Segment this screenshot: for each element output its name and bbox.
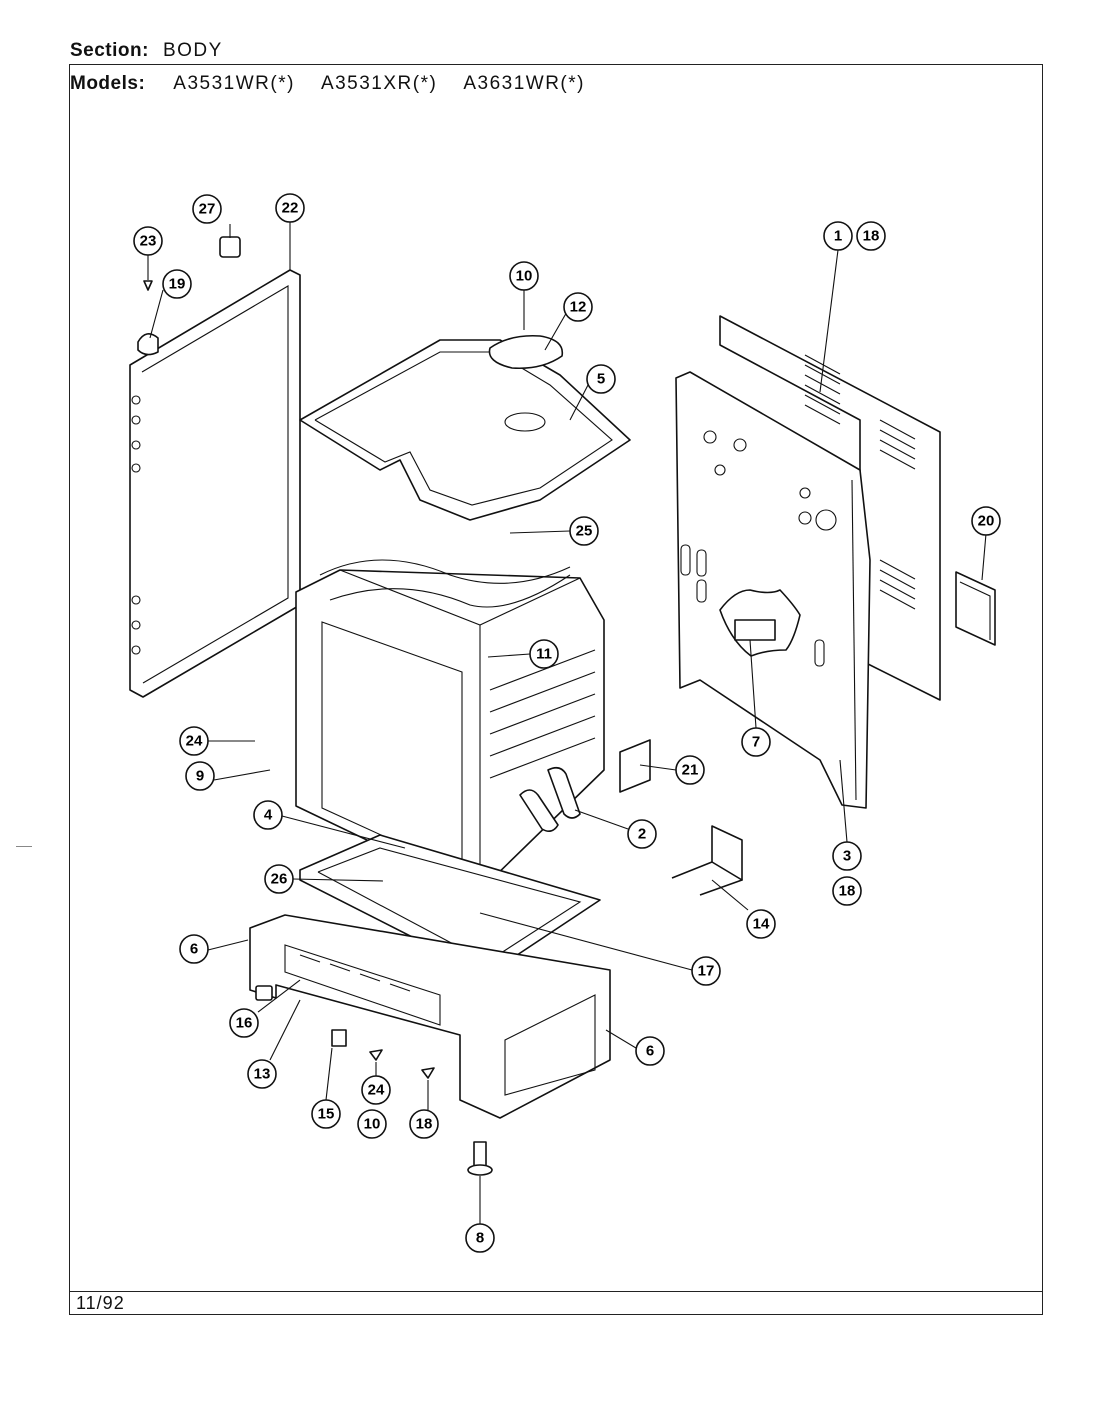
callout-19: 19 — [162, 269, 192, 299]
svg-text:10: 10 — [516, 268, 533, 285]
callout-22: 22 — [275, 193, 305, 223]
callout-3: 3 — [832, 841, 862, 871]
callout-15: 15 — [311, 1099, 341, 1129]
svg-text:26: 26 — [271, 871, 288, 888]
svg-text:5: 5 — [597, 371, 605, 388]
callout-13: 13 — [247, 1059, 277, 1089]
svg-text:18: 18 — [839, 883, 856, 900]
svg-text:25: 25 — [576, 523, 593, 540]
svg-text:6: 6 — [190, 941, 198, 958]
svg-text:4: 4 — [264, 807, 273, 824]
top-left-hardware — [137, 236, 241, 356]
rear-frame — [675, 371, 871, 809]
callout-24b: 24 — [361, 1075, 391, 1105]
callout-14: 14 — [746, 909, 776, 939]
callout-20: 20 — [971, 506, 1001, 536]
footer-rule — [69, 1291, 1043, 1292]
svg-text:9: 9 — [196, 768, 204, 785]
callout-24: 24 — [179, 726, 209, 756]
oven-cavity — [295, 559, 605, 891]
callout-16: 16 — [229, 1008, 259, 1038]
svg-text:2: 2 — [638, 826, 646, 843]
callout-5: 5 — [586, 364, 616, 394]
models-label: Models: — [70, 73, 146, 94]
back-panel — [719, 315, 941, 701]
callout-21: 21 — [675, 755, 705, 785]
callout-18c: 18 — [409, 1109, 439, 1139]
callout-17: 17 — [691, 956, 721, 986]
leader-lines — [147, 222, 988, 1224]
callout-8: 8 — [465, 1223, 495, 1253]
svg-text:19: 19 — [169, 276, 186, 293]
section-value: BODY — [162, 40, 223, 61]
plate-21 — [619, 739, 651, 793]
callout-1: 1 — [823, 221, 853, 251]
callout-25: 25 — [569, 516, 599, 546]
diagram-frame — [69, 64, 1043, 1315]
base-frame — [249, 914, 611, 1176]
callout-9: 9 — [185, 761, 215, 791]
svg-text:11: 11 — [536, 646, 552, 663]
svg-text:17: 17 — [698, 963, 715, 980]
svg-text:14: 14 — [753, 916, 770, 933]
callout-10: 10 — [509, 261, 539, 291]
svg-text:23: 23 — [140, 233, 157, 250]
callout-18b: 18 — [832, 876, 862, 906]
callout-2: 2 — [627, 819, 657, 849]
svg-text:15: 15 — [318, 1106, 335, 1123]
svg-text:10: 10 — [364, 1116, 381, 1133]
svg-text:16: 16 — [236, 1015, 253, 1032]
svg-text:6: 6 — [646, 1043, 654, 1060]
callout-27: 27 — [192, 194, 222, 224]
margin-tick — [16, 846, 32, 847]
footer-date: 11/92 — [76, 1293, 125, 1313]
callout-12: 12 — [563, 292, 593, 322]
svg-text:8: 8 — [476, 1230, 484, 1247]
bottom-panel — [299, 834, 601, 976]
svg-text:24: 24 — [368, 1082, 385, 1099]
model-1: A3531WR(*) — [173, 73, 295, 94]
top-panel — [299, 334, 631, 521]
model-2: A3531XR(*) — [320, 73, 438, 94]
callout-4: 4 — [253, 800, 283, 830]
callout-18: 18 — [856, 221, 886, 251]
svg-text:24: 24 — [186, 733, 203, 750]
section-label: Section: — [70, 40, 149, 61]
svg-text:20: 20 — [978, 513, 995, 530]
callout-26: 26 — [264, 864, 294, 894]
callout-7: 7 — [741, 727, 771, 757]
hinge-lever — [519, 766, 581, 833]
callout-6b: 6 — [635, 1036, 665, 1066]
svg-text:27: 27 — [199, 201, 216, 218]
svg-text:18: 18 — [416, 1116, 433, 1133]
callout-6: 6 — [179, 934, 209, 964]
callout-23: 23 — [133, 226, 163, 256]
bracket-14 — [671, 825, 743, 896]
svg-text:18: 18 — [863, 228, 880, 245]
svg-text:13: 13 — [254, 1066, 271, 1083]
model-3: A3631WR(*) — [463, 73, 585, 94]
svg-text:22: 22 — [282, 200, 299, 217]
bracket-20 — [955, 571, 996, 646]
svg-text:21: 21 — [682, 762, 699, 779]
callout-11: 11 — [529, 639, 559, 669]
svg-text:7: 7 — [752, 734, 760, 751]
svg-text:3: 3 — [843, 848, 851, 865]
side-panel — [129, 269, 301, 698]
svg-text:1: 1 — [834, 228, 842, 245]
section-line: Section: BODY — [70, 40, 223, 62]
models-line: Models: A3531WR(*) A3531XR(*) A3631WR(*) — [70, 73, 585, 95]
svg-text:12: 12 — [570, 299, 587, 316]
callout-10b: 10 — [357, 1109, 387, 1139]
